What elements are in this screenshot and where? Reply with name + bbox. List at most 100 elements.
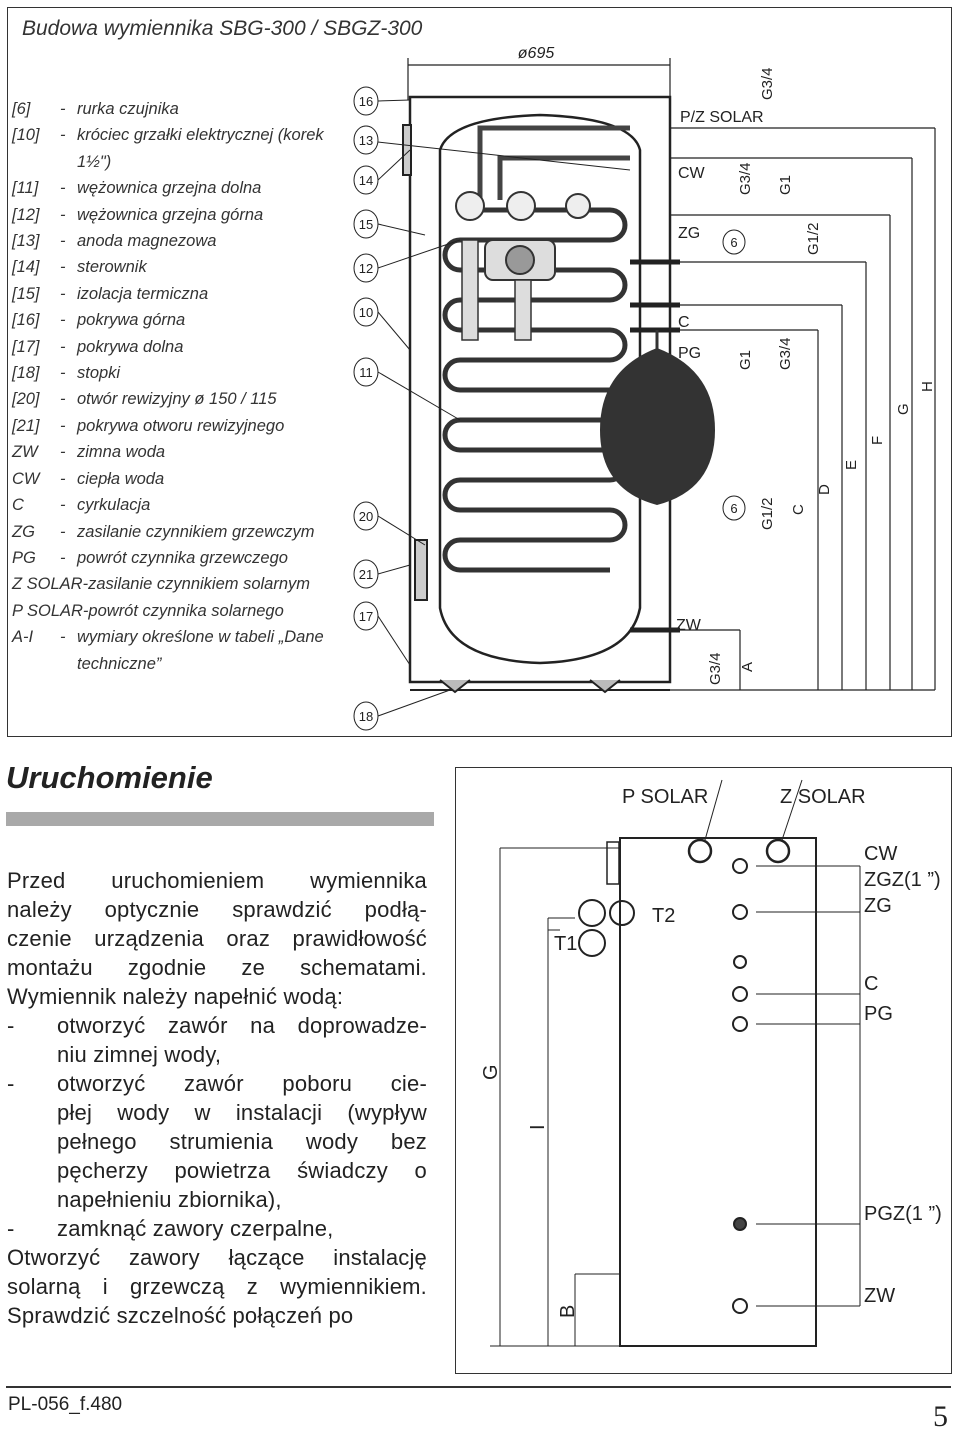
legend-text: powrót czynnika solarnego xyxy=(88,601,284,620)
connection-layout-diagram: P SOLAR Z SOLAR CW ZGZ(1 ”) ZG C PG PGZ(… xyxy=(480,779,942,1347)
legend-key: [14] xyxy=(12,258,40,277)
legend-dash: - xyxy=(60,628,66,647)
svg-text:10: 10 xyxy=(359,305,373,320)
legend-item: ZG-zasilanie czynnikiem grzewczym xyxy=(12,519,352,545)
text-line: czenie urządzenia oraz prawidłowość xyxy=(7,926,427,951)
section-heading: Uruchomienie xyxy=(6,760,213,795)
bullet-item: -otworzyć zawór na doprowadze-niu zimnej… xyxy=(7,1011,427,1069)
text-line: pęcherzy powietrza świadczy o xyxy=(57,1158,427,1183)
port-pgz xyxy=(733,1217,747,1231)
legend-dash: - xyxy=(60,522,66,541)
label-c: C xyxy=(678,314,690,331)
legend-text: wężownica grzejna górna xyxy=(77,205,264,224)
text-line: Wymiennik należy napełnić wodą: xyxy=(7,984,344,1009)
legend-dash: - xyxy=(60,284,66,303)
text-line: płej wody w instalacji (wypływ xyxy=(57,1100,427,1125)
legend-key: ZW xyxy=(12,443,38,462)
svg-text:14: 14 xyxy=(359,173,373,188)
label-pg: PG xyxy=(678,345,701,362)
svg-text:16: 16 xyxy=(359,94,373,109)
label-dim-i: I xyxy=(527,1124,549,1130)
label-cw: CW xyxy=(864,843,897,865)
legend-text: cyrkulacja xyxy=(77,496,151,515)
legend-text: króciec grzałki elektrycznej (korek xyxy=(77,126,324,145)
port-zw xyxy=(732,1298,748,1314)
legend-item: CW-ciepła woda xyxy=(12,466,352,492)
legend-text: sterownik xyxy=(77,258,147,277)
legend-item: Z SOLAR - zasilanie czynnikiem solarnym xyxy=(12,571,352,597)
legend-text: rurka czujnika xyxy=(77,100,179,118)
callout-12: 12 xyxy=(353,239,461,283)
legend-key: [11] xyxy=(12,179,39,198)
svg-text:18: 18 xyxy=(359,709,373,724)
legend-dash: - xyxy=(82,575,89,594)
callout-15: 15 xyxy=(353,209,426,239)
legend-item: [21]-pokrywa otworu rewizyjnego xyxy=(12,413,352,439)
legend-key: ZG xyxy=(12,522,35,541)
legend-dash: - xyxy=(60,443,66,462)
page-number: 5 xyxy=(933,1400,948,1433)
label-dim-c: C xyxy=(790,504,807,515)
svg-text:6: 6 xyxy=(730,501,737,516)
label-g34-b: G3/4 xyxy=(777,337,794,370)
section-underline-bar xyxy=(6,812,434,826)
port-p-solar xyxy=(687,838,713,864)
footer-divider xyxy=(6,1386,951,1388)
legend-item: [10]-króciec grzałki elektrycznej (korek xyxy=(12,122,352,148)
text-line: niu zimnej wody, xyxy=(57,1042,222,1067)
tank-outline xyxy=(619,837,817,1347)
legend-key: PG xyxy=(12,548,36,567)
text-line: montażu zgodnie ze schematami. xyxy=(7,955,427,980)
label-g1-b: G1 xyxy=(737,350,754,370)
legend-text: powrót czynnika grzewczego xyxy=(77,548,288,567)
legend-dash: - xyxy=(60,364,66,383)
text-line: zamknąć zawory czerpalne, xyxy=(57,1216,334,1241)
label-g34-c: G3/4 xyxy=(707,652,724,685)
label-dim-d: D xyxy=(816,484,833,495)
svg-text:13: 13 xyxy=(359,133,373,148)
legend-item: [13]-anoda magnezowa xyxy=(12,228,352,254)
callout-14: 14 xyxy=(353,149,411,195)
legend-dash: - xyxy=(60,390,66,409)
port-zg xyxy=(732,904,748,920)
label-g1-a: G1 xyxy=(777,175,794,195)
legend-text: izolacja termiczna xyxy=(77,284,209,303)
label-dim-g: G xyxy=(895,403,912,415)
legend-key: [12] xyxy=(12,205,40,224)
legend-key: C xyxy=(12,496,24,515)
bottom-figure-frame xyxy=(455,767,952,1374)
legend-text: stopki xyxy=(77,364,121,383)
label-g34-a: G3/4 xyxy=(737,162,754,195)
legend-item: [20]-otwór rewizyjny ø 150 / 115 xyxy=(12,386,352,412)
svg-text:17: 17 xyxy=(359,609,373,624)
callout-11: 11 xyxy=(353,357,461,421)
label-g34-top: G3/4 xyxy=(759,67,776,100)
text-line: Sprawdzić szczelność połączeń po xyxy=(7,1303,354,1328)
legend-dash: - xyxy=(60,205,66,224)
callout-16: 16 xyxy=(353,86,411,116)
label-t1: T1 xyxy=(554,933,577,955)
label-zw: ZW xyxy=(864,1285,895,1307)
legend-item: [18] -stopki xyxy=(12,360,352,386)
legend-item: [16]-pokrywa górna xyxy=(12,307,352,333)
text-line: należy optycznie sprawdzić podłą- xyxy=(7,897,427,922)
label-dim-b: B xyxy=(557,1305,579,1318)
callout-10: 10 xyxy=(353,297,411,351)
legend-dash: - xyxy=(60,469,66,488)
svg-text:12: 12 xyxy=(359,261,373,276)
legend-key: [18] xyxy=(12,364,40,383)
legend-key: [13] xyxy=(12,232,40,251)
legend-dash: - xyxy=(60,179,66,198)
foot-right xyxy=(589,679,621,694)
bullet-dash: - xyxy=(7,1071,15,1096)
legend-key: [16] xyxy=(12,311,40,330)
legend-item: [17]-pokrywa dolna xyxy=(12,334,352,360)
pump-group-icon xyxy=(455,191,591,341)
legend-item: [14]-sterownik xyxy=(12,254,352,280)
label-dim-g: G xyxy=(480,1064,502,1080)
svg-text:11: 11 xyxy=(359,365,373,380)
legend-key: A-I xyxy=(12,628,34,647)
callout-17: 17 xyxy=(353,601,411,666)
legend-item: C-cyrkulacja xyxy=(12,492,352,518)
